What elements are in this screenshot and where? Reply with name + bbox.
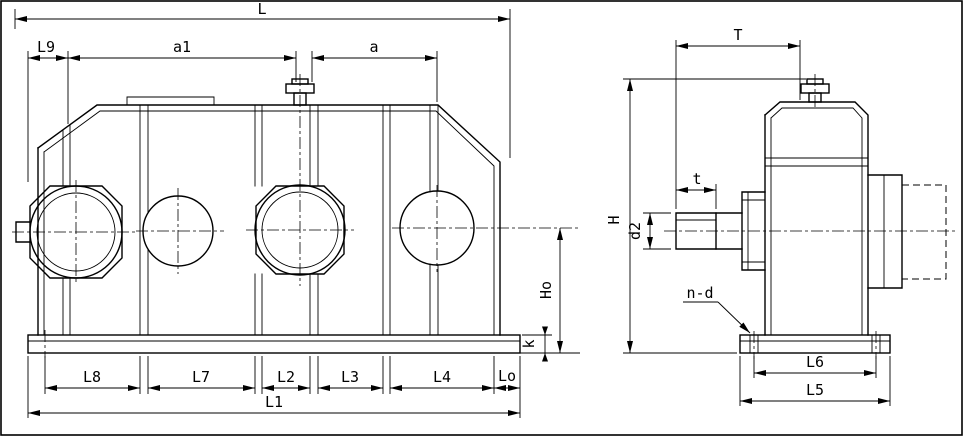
dim-d2: d2 — [626, 212, 671, 250]
dim-T: T — [675, 26, 801, 209]
boss-flange-left — [29, 185, 123, 279]
dim-label-L7: L7 — [192, 368, 210, 386]
dim-L4: L4 — [389, 356, 495, 394]
dim-label-L9: L9 — [37, 38, 55, 56]
leader-line — [717, 301, 751, 334]
dim-H: H — [605, 78, 806, 354]
dim-L7: L7 — [147, 356, 256, 394]
dim-label-Ho: Ho — [537, 281, 555, 299]
phantom-outline — [902, 184, 947, 280]
dim-label-t: t — [692, 170, 701, 188]
oil-breather-side — [800, 78, 830, 103]
dim-label-a: a — [369, 38, 378, 56]
dim-Ho: Ho — [520, 228, 580, 354]
dimensions: L L9 a1 a Ho k — [14, 0, 891, 418]
arrowhead — [542, 353, 548, 362]
dim-label-d2: d2 — [626, 222, 644, 240]
dim-k: k — [520, 326, 552, 362]
side-housing — [764, 101, 869, 336]
dim-label-a1: a1 — [173, 38, 191, 56]
dim-label-H: H — [605, 215, 623, 224]
dim-label-L5: L5 — [806, 381, 824, 399]
side-centerlines — [664, 74, 956, 359]
dim-L5: L5 — [739, 356, 891, 406]
dim-label-L8: L8 — [83, 368, 101, 386]
output-coupling — [867, 174, 947, 289]
dim-label-L2: L2 — [277, 368, 295, 386]
dim-label-L4: L4 — [433, 368, 451, 386]
dim-n-d: n-d — [683, 284, 751, 334]
dim-Lo: Lo — [494, 367, 520, 391]
dim-L8: L8 — [44, 356, 141, 394]
dim-L3: L3 — [317, 356, 384, 394]
front-base — [27, 334, 521, 354]
front-housing — [37, 96, 501, 336]
oil-breather-front — [285, 78, 315, 106]
front-view — [12, 74, 580, 358]
dim-label-L6: L6 — [806, 353, 824, 371]
breather-stem — [293, 92, 307, 106]
dim-L9: L9 — [27, 38, 69, 182]
dim-label-L1: L1 — [265, 393, 283, 411]
dim-a1: a1 — [68, 38, 297, 82]
dim-t: t — [676, 170, 717, 209]
dim-label-T: T — [733, 26, 742, 44]
breather-stem — [808, 92, 822, 103]
dim-label-n-d: n-d — [686, 284, 713, 302]
dim-label-L: L — [257, 0, 266, 18]
dim-L1: L1 — [27, 356, 521, 418]
inspection-cover — [126, 96, 215, 106]
dim-L: L — [14, 0, 511, 158]
front-centerlines — [12, 74, 580, 358]
dim-label-L3: L3 — [341, 368, 359, 386]
arrowhead — [542, 326, 548, 335]
dim-L6: L6 — [753, 353, 877, 378]
dim-a: a — [311, 38, 438, 102]
side-base — [739, 334, 891, 354]
dim-label-Lo: Lo — [498, 367, 516, 385]
front-shaft-bosses — [15, 184, 475, 279]
dim-label-k: k — [520, 339, 538, 348]
front-ribs — [62, 104, 439, 336]
side-view — [664, 74, 956, 359]
dim-L2: L2 — [261, 356, 311, 394]
